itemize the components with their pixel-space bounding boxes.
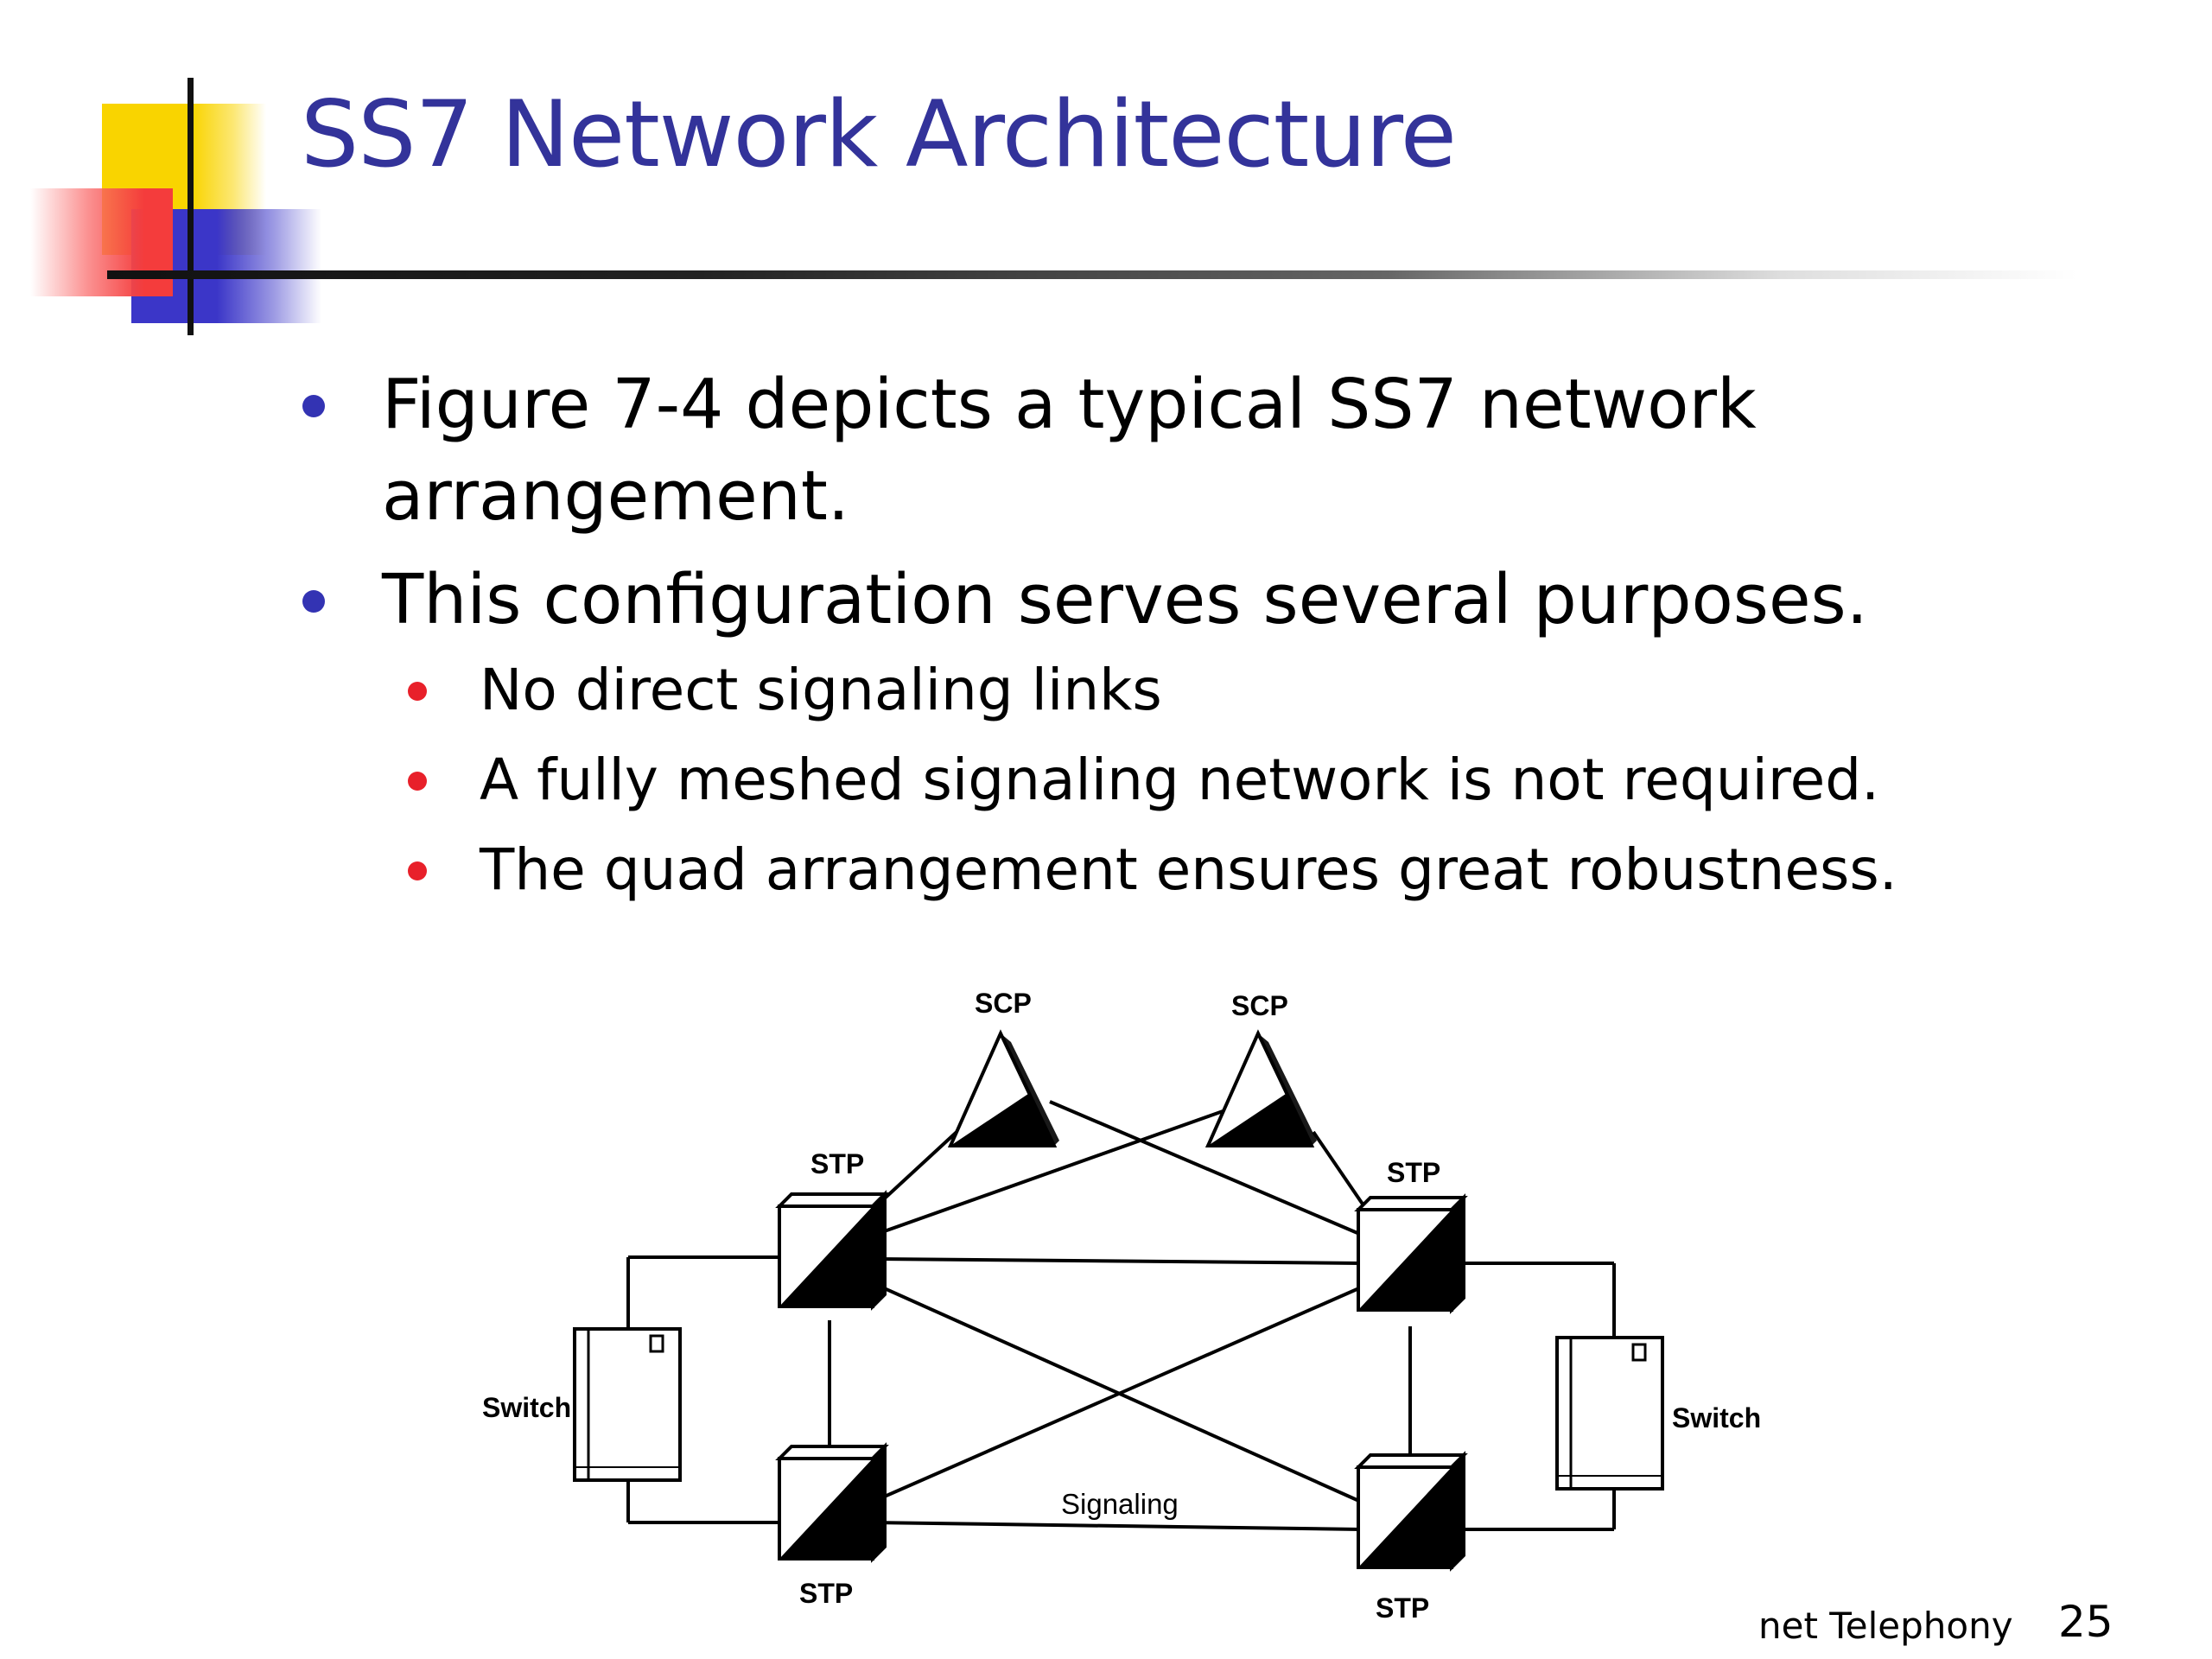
slide-title: SS7 Network Architecture (301, 81, 1457, 188)
decorative-vertical-line (188, 78, 194, 335)
sub-bullet-item: The quad arrangement ensures great robus… (302, 825, 1944, 915)
title-underline (107, 270, 2077, 279)
stp-top-left-icon (778, 1192, 887, 1308)
sub-bullet-text: The quad arrangement ensures great robus… (480, 836, 1897, 903)
sub-bullet-dot-icon (408, 772, 427, 791)
switch-right-icon (1555, 1336, 1664, 1491)
switch-left-icon (573, 1327, 682, 1482)
sub-bullet-item: A fully meshed signaling network is not … (302, 735, 1944, 825)
signaling-label: Signaling (1061, 1488, 1179, 1520)
bullet-text-line: arrangement. (382, 456, 849, 536)
scp-left-icon (949, 1032, 1061, 1147)
stp-bottom-left-icon (778, 1445, 887, 1560)
scp-right-icon (1206, 1032, 1319, 1147)
sub-bullet-text: A fully meshed signaling network is not … (480, 747, 1880, 813)
sub-bullet-dot-icon (408, 861, 427, 880)
bullet-dot-icon (302, 590, 325, 613)
switch-label: Switch (482, 1392, 571, 1423)
stp-top-right-icon (1357, 1196, 1465, 1312)
page-number: 25 (2058, 1597, 2113, 1647)
sub-bullet-item: No direct signaling links (302, 645, 1944, 735)
stp-label: STP (810, 1148, 864, 1179)
bullet-list: Figure 7-4 depicts a typical SS7 network… (302, 359, 1944, 915)
bullet-dot-icon (302, 395, 325, 417)
stp-label: STP (1387, 1157, 1440, 1188)
stp-label: STP (1376, 1592, 1429, 1624)
bullet-text-line: Figure 7-4 depicts a typical SS7 network (382, 365, 1757, 444)
stp-label: STP (799, 1578, 853, 1609)
sub-bullet-text: No direct signaling links (480, 657, 1162, 723)
sub-bullet-container: No direct signaling links A fully meshed… (302, 645, 1944, 915)
signaling-links (626, 1100, 1616, 1531)
scp-label: SCP (975, 988, 1032, 1019)
bullet-item: Figure 7-4 depicts a typical SS7 network… (302, 359, 1944, 542)
bullet-text: This configuration serves several purpos… (382, 560, 1868, 639)
bullet-item: This configuration serves several purpos… (302, 554, 1944, 645)
switch-label: Switch (1672, 1402, 1761, 1433)
sub-bullet-dot-icon (408, 682, 427, 701)
scp-label: SCP (1231, 990, 1288, 1021)
footer-text: net Telephony (1758, 1605, 2013, 1647)
stp-bottom-right-icon (1357, 1453, 1465, 1569)
sub-bullet-list: No direct signaling links A fully meshed… (302, 645, 1944, 915)
